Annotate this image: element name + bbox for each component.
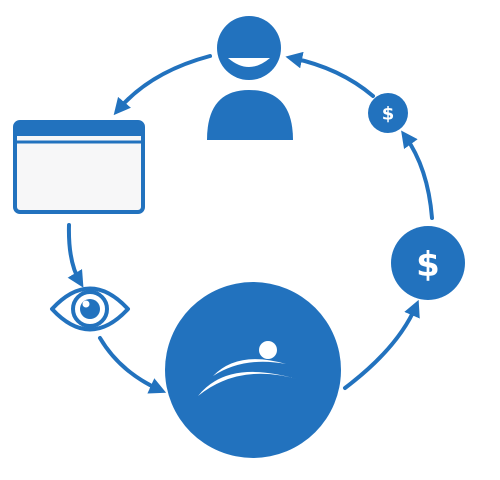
large-dollar-coin-icon: $ xyxy=(391,226,465,300)
arrow-browser-to-eye xyxy=(66,223,84,288)
eye-icon xyxy=(50,286,130,332)
arrow-logo-to-large-coin xyxy=(343,299,420,390)
arrow-user-to-browser xyxy=(113,54,212,116)
flow-arrows xyxy=(66,51,434,394)
arrow-small-coin-to-user xyxy=(285,51,375,98)
large-coin-symbol: $ xyxy=(416,245,440,285)
user-icon xyxy=(207,16,293,140)
arrow-large-coin-to-small-coin xyxy=(401,130,434,220)
small-coin-symbol: $ xyxy=(382,104,395,125)
swimmer-logo-icon xyxy=(165,282,341,458)
small-dollar-coin-icon: $ xyxy=(368,93,408,133)
browser-window-icon xyxy=(13,120,145,214)
arrow-eye-to-logo xyxy=(98,336,167,394)
